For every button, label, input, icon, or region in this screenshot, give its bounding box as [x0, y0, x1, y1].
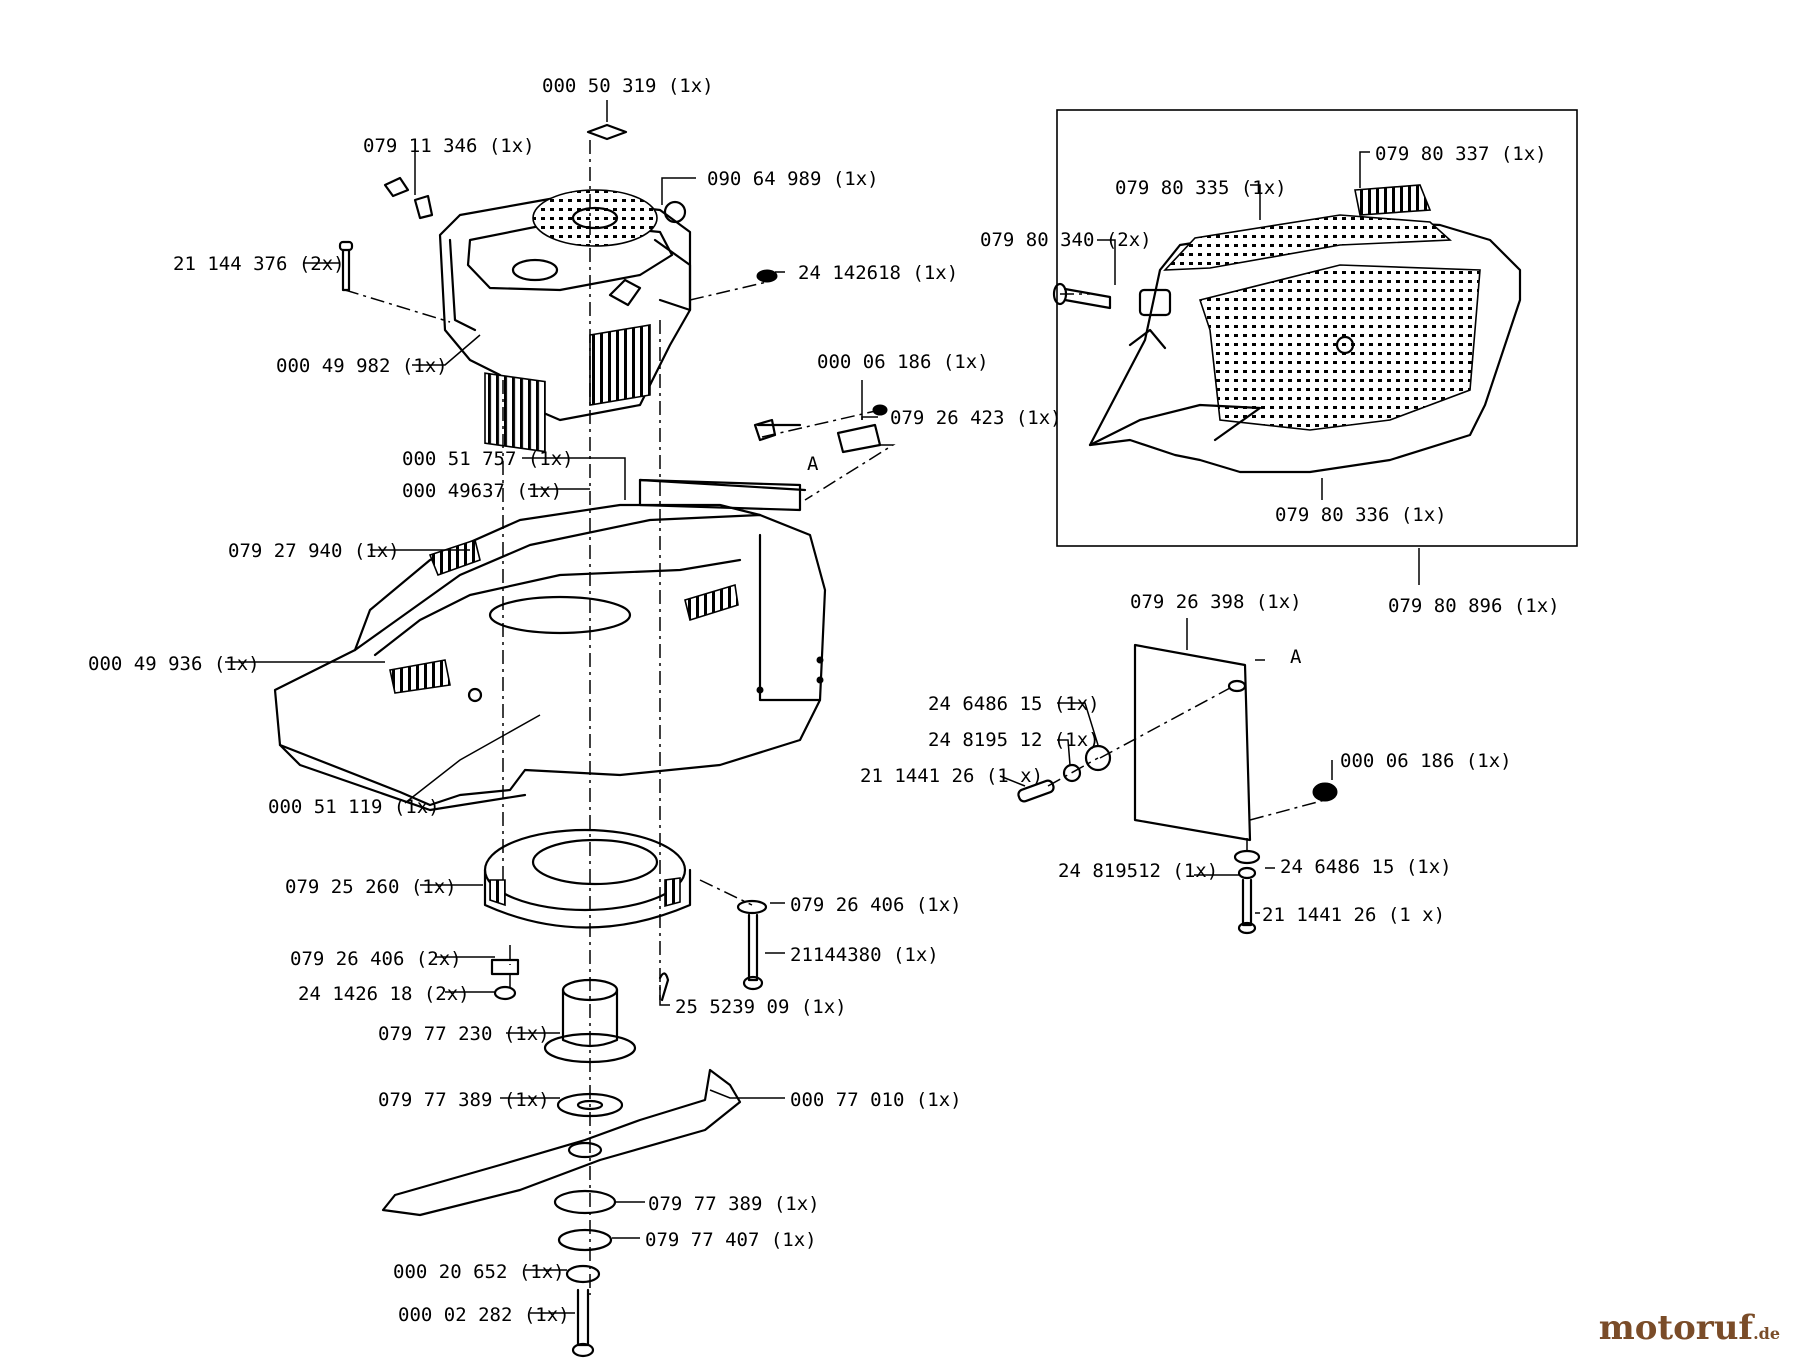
- part-label-21-1441-26-b: 21 1441 26 (1 x): [1262, 904, 1445, 926]
- part-label-000-20-652: 000 20 652 (1x): [393, 1261, 565, 1283]
- washers-drawing: [490, 899, 768, 1358]
- grass-catcher-frame: [1056, 109, 1578, 547]
- part-label-079-80-896: 079 80 896 (1x): [1388, 595, 1560, 617]
- part-label-24-142618: 24 142618 (1x): [798, 262, 958, 284]
- watermark-logo: motoruf.de: [1599, 1308, 1780, 1348]
- part-label-079-80-340: 079 80 340 (2x): [980, 229, 1152, 251]
- part-label-24-819512: 24 819512 (1x): [1058, 860, 1218, 882]
- part-label-079-77-389-a: 079 77 389 (1x): [378, 1089, 550, 1111]
- part-label-079-25-260: 079 25 260 (1x): [285, 876, 457, 898]
- part-label-24-8195-12: 24 8195 12 (1x): [928, 729, 1100, 751]
- part-label-079-26-406-b: 079 26 406 (2x): [290, 948, 462, 970]
- watermark-name: motoruf: [1598, 1308, 1754, 1348]
- part-label-24-6486-15-b: 24 6486 15 (1x): [1280, 856, 1452, 878]
- part-label-000-51-757: 000 51 757 (1x): [402, 448, 574, 470]
- part-label-000-77-010: 000 77 010 (1x): [790, 1089, 962, 1111]
- part-label-079-77-389-b: 079 77 389 (1x): [648, 1193, 820, 1215]
- part-label-21144380: 21144380 (1x): [790, 944, 939, 966]
- part-label-000-49-936: 000 49 936 (1x): [88, 653, 260, 675]
- leader-lines: [225, 100, 1420, 1314]
- part-label-000-51-119: 000 51 119 (1x): [268, 796, 440, 818]
- mower-deck-drawing: [273, 478, 827, 812]
- part-label-079-80-335: 079 80 335 (1x): [1115, 177, 1287, 199]
- grass-catcher-drawing: [1052, 184, 1522, 474]
- marker-a-left: A: [807, 453, 819, 475]
- assembly-lines: [344, 140, 1326, 1295]
- part-label-079-27-940: 079 27 940 (1x): [228, 540, 400, 562]
- bracket-drawing: [753, 404, 888, 454]
- part-label-000-50-319: 000 50 319 (1x): [542, 75, 714, 97]
- discharge-flap-drawing: [1017, 643, 1338, 935]
- part-label-079-26-398: 079 26 398 (1x): [1130, 591, 1302, 613]
- part-label-079-26-406-a: 079 26 406 (1x): [790, 894, 962, 916]
- part-label-079-26-423: 079 26 423 (1x): [890, 407, 1062, 429]
- part-label-000-02-282: 000 02 282 (1x): [398, 1304, 570, 1326]
- part-label-21-1441-26-a: 21 1441 26 (1 x): [860, 765, 1043, 787]
- part-label-079-11-346: 079 11 346 (1x): [363, 135, 535, 157]
- blade-hub-drawing: [543, 978, 637, 1064]
- part-label-000-49637: 000 49637 (1x): [402, 480, 562, 502]
- part-label-079-80-337: 079 80 337 (1x): [1375, 143, 1547, 165]
- part-label-21-144-376: 21 144 376 (2x): [173, 253, 345, 275]
- part-label-000-06-186: 000 06 186 (1x): [817, 351, 989, 373]
- part-label-000-49-982: 000 49 982 (1x): [276, 355, 448, 377]
- fan-ring-drawing: [483, 828, 692, 929]
- part-label-000-06-186-b: 000 06 186 (1x): [1340, 750, 1512, 772]
- blade-drawing: [381, 1068, 742, 1217]
- part-label-25-5239-09: 25 5239 09 (1x): [675, 996, 847, 1018]
- engine-drawing: [438, 189, 692, 453]
- part-label-090-64-989: 090 64 989 (1x): [707, 168, 879, 190]
- part-label-079-80-336: 079 80 336 (1x): [1275, 504, 1447, 526]
- marker-a-right: A: [1290, 646, 1302, 668]
- part-label-24-1426-18: 24 1426 18 (2x): [298, 983, 470, 1005]
- watermark-tld: .de: [1753, 1324, 1780, 1343]
- part-label-079-77-407: 079 77 407 (1x): [645, 1229, 817, 1251]
- part-label-079-77-230: 079 77 230 (1x): [378, 1023, 550, 1045]
- engine-small-parts-drawing: [338, 123, 778, 292]
- part-labels: 000 50 319 (1x) 079 11 346 (1x) 090 64 9…: [88, 75, 1560, 1326]
- part-label-24-6486-15-a: 24 6486 15 (1x): [928, 693, 1100, 715]
